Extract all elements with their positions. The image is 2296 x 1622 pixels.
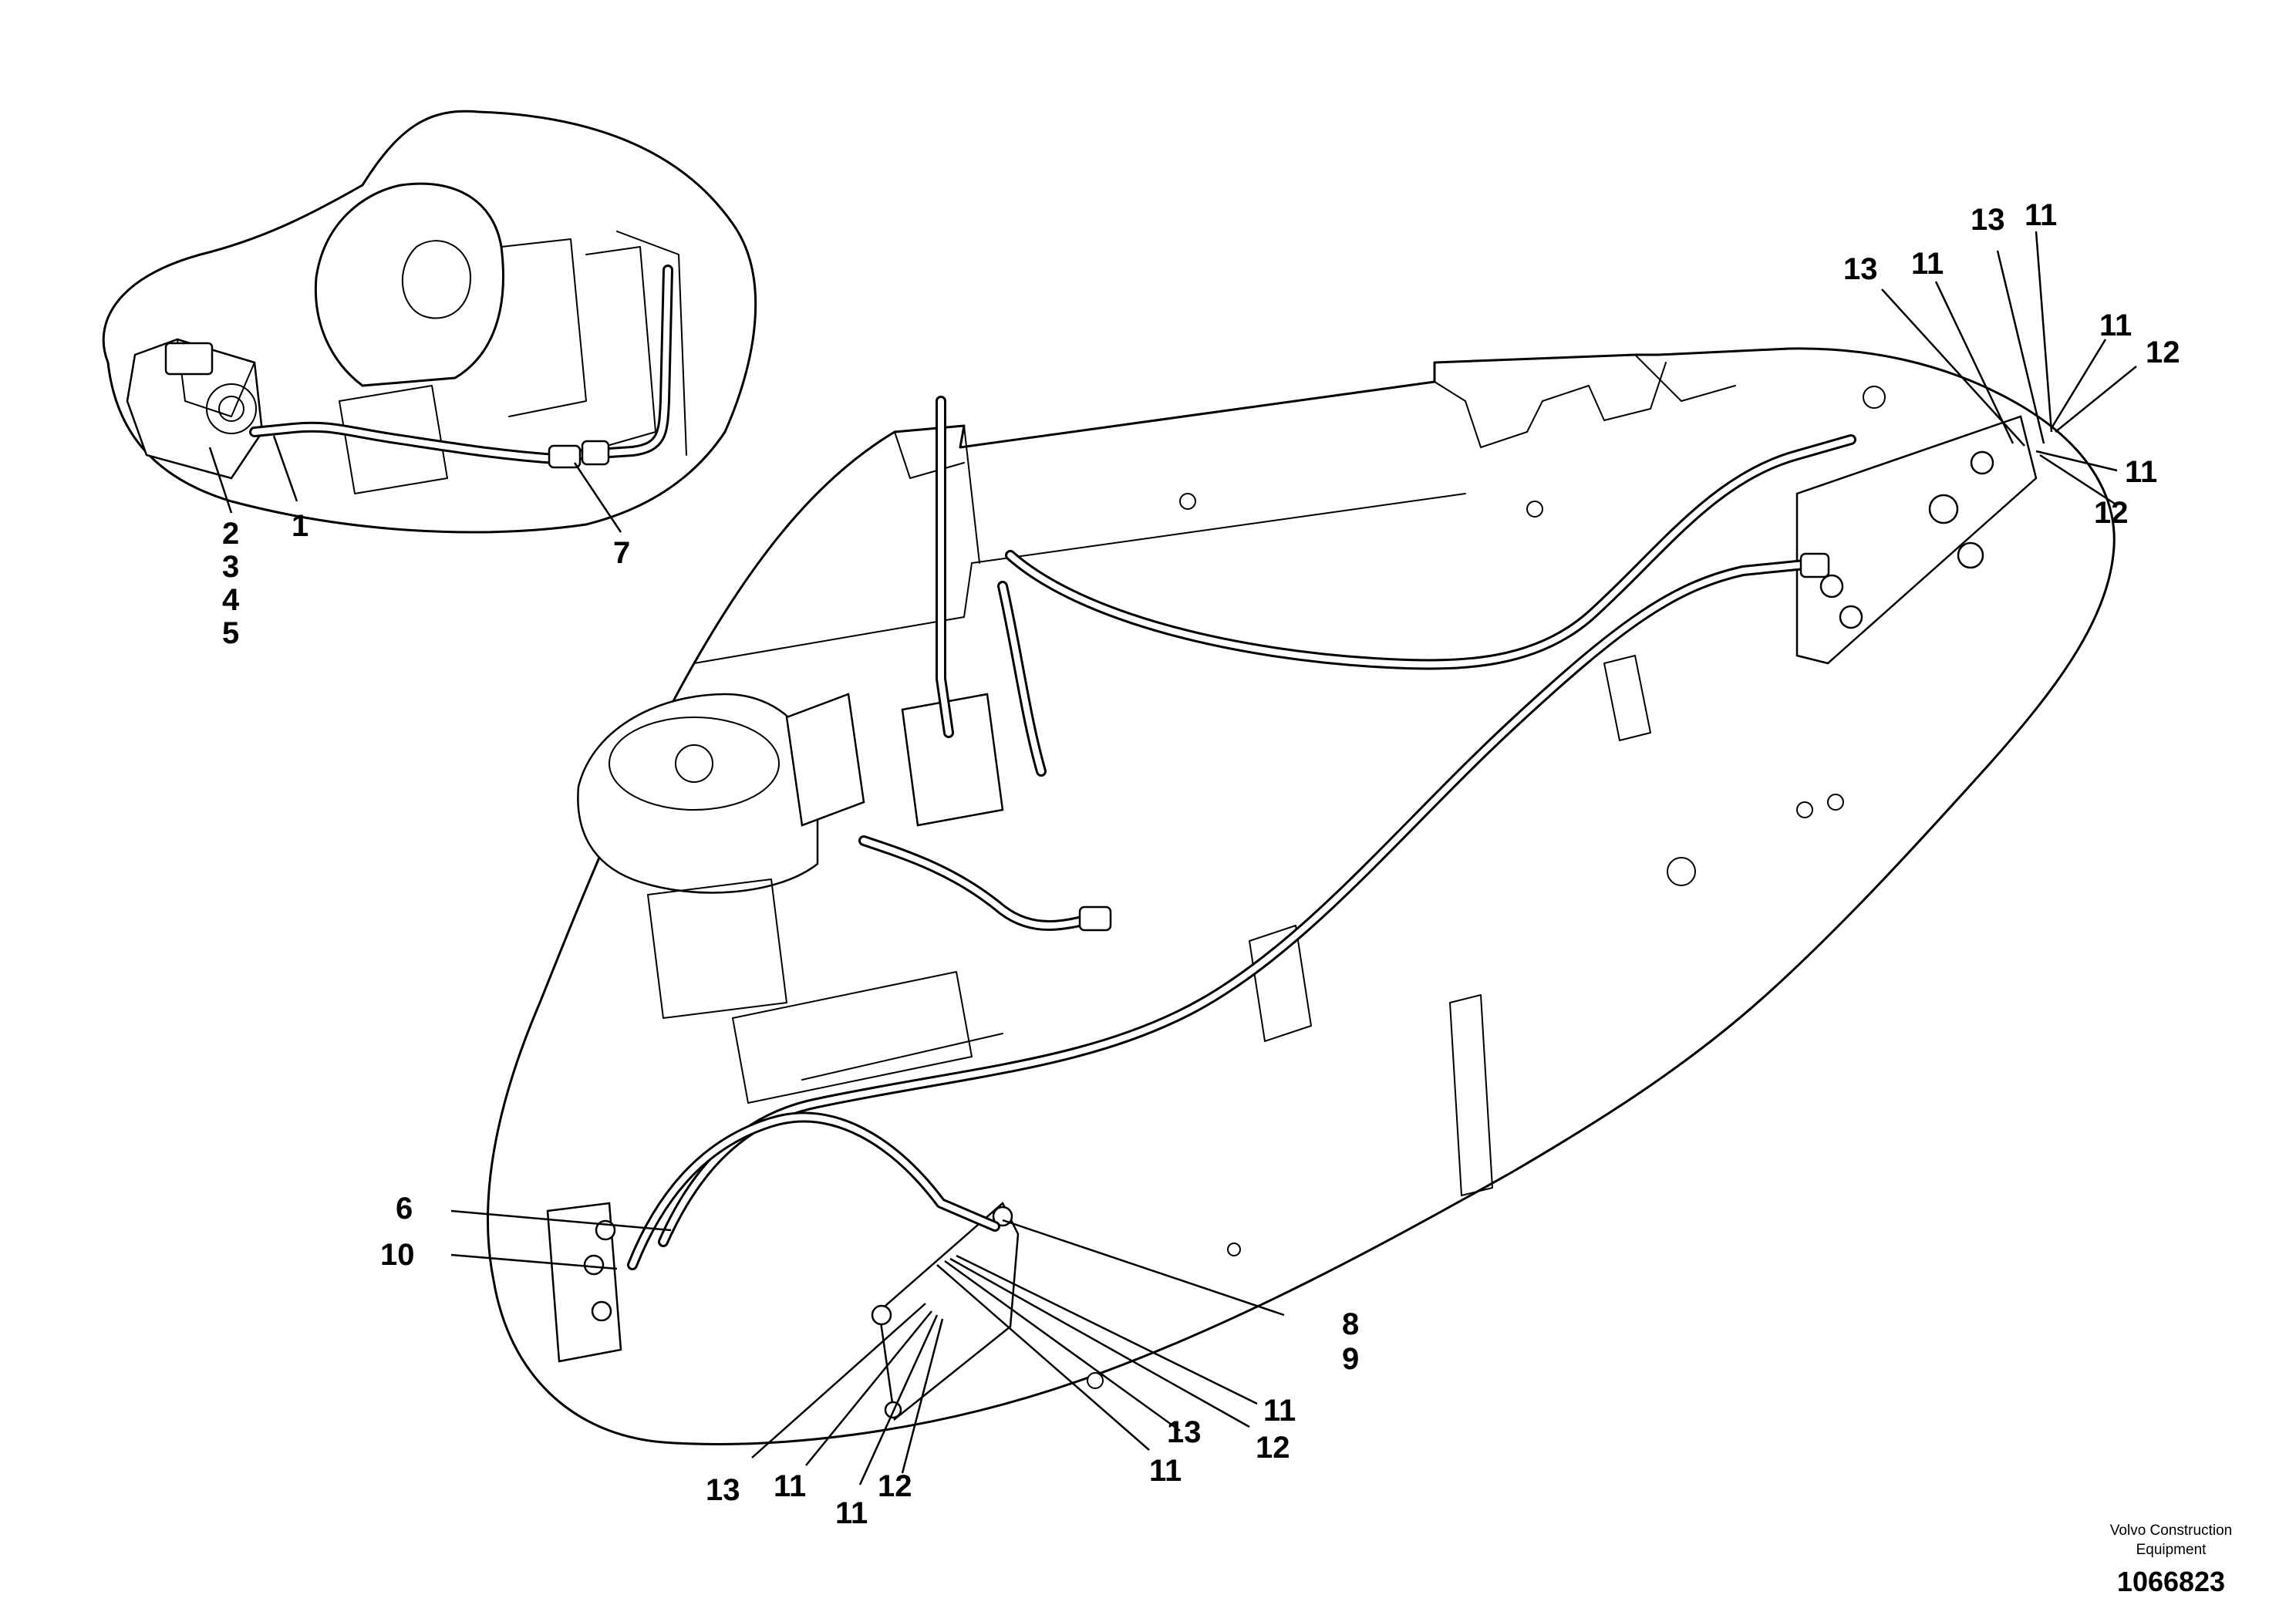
callout-right-11c: 11 xyxy=(2099,309,2132,342)
inset-detail xyxy=(102,110,757,534)
callout-right-13b: 13 xyxy=(1971,203,2005,237)
callout-5: 5 xyxy=(222,616,239,650)
callout-2: 2 xyxy=(222,517,239,551)
callout-right-12b: 12 xyxy=(2094,496,2129,530)
callout-bottom-12b: 12 xyxy=(1256,1431,1290,1465)
callout-8: 8 xyxy=(1342,1307,1359,1341)
callout-right-11a: 11 xyxy=(1911,247,1944,281)
callout-6: 6 xyxy=(396,1192,413,1226)
callout-bottom-11b: 11 xyxy=(835,1496,868,1530)
callout-labels: 1 2 3 4 5 7 6 10 8 9 13 11 11 12 11 13 1… xyxy=(222,198,2180,1530)
callout-bottom-11c: 11 xyxy=(1149,1454,1182,1488)
callout-right-11b: 11 xyxy=(2025,198,2057,232)
credit-line-2: Equipment xyxy=(2136,1542,2207,1558)
callout-7: 7 xyxy=(613,536,630,570)
title-block: Volvo Construction Equipment 1066823 xyxy=(2110,1523,2232,1597)
callout-bottom-13a: 13 xyxy=(706,1473,740,1507)
hydraulic-hoses xyxy=(627,396,1856,1270)
callout-bottom-12a: 12 xyxy=(878,1469,912,1503)
callout-right-12a: 12 xyxy=(2146,336,2180,369)
callout-bottom-13b: 13 xyxy=(1167,1415,1202,1449)
credit-line-1: Volvo Construction xyxy=(2110,1523,2232,1539)
callout-bottom-11a: 11 xyxy=(774,1469,806,1503)
document-number: 1066823 xyxy=(2117,1566,2225,1597)
machine-frame xyxy=(487,347,2116,1445)
callout-4: 4 xyxy=(222,583,240,617)
leader-lines xyxy=(208,231,2137,1485)
callout-10: 10 xyxy=(380,1238,415,1272)
callout-9: 9 xyxy=(1342,1342,1359,1376)
callout-3: 3 xyxy=(222,550,239,584)
callout-1: 1 xyxy=(292,509,308,543)
callout-bottom-11d: 11 xyxy=(1263,1394,1296,1428)
callout-right-13a: 13 xyxy=(1843,252,1878,286)
callout-right-11d: 11 xyxy=(2125,455,2157,489)
